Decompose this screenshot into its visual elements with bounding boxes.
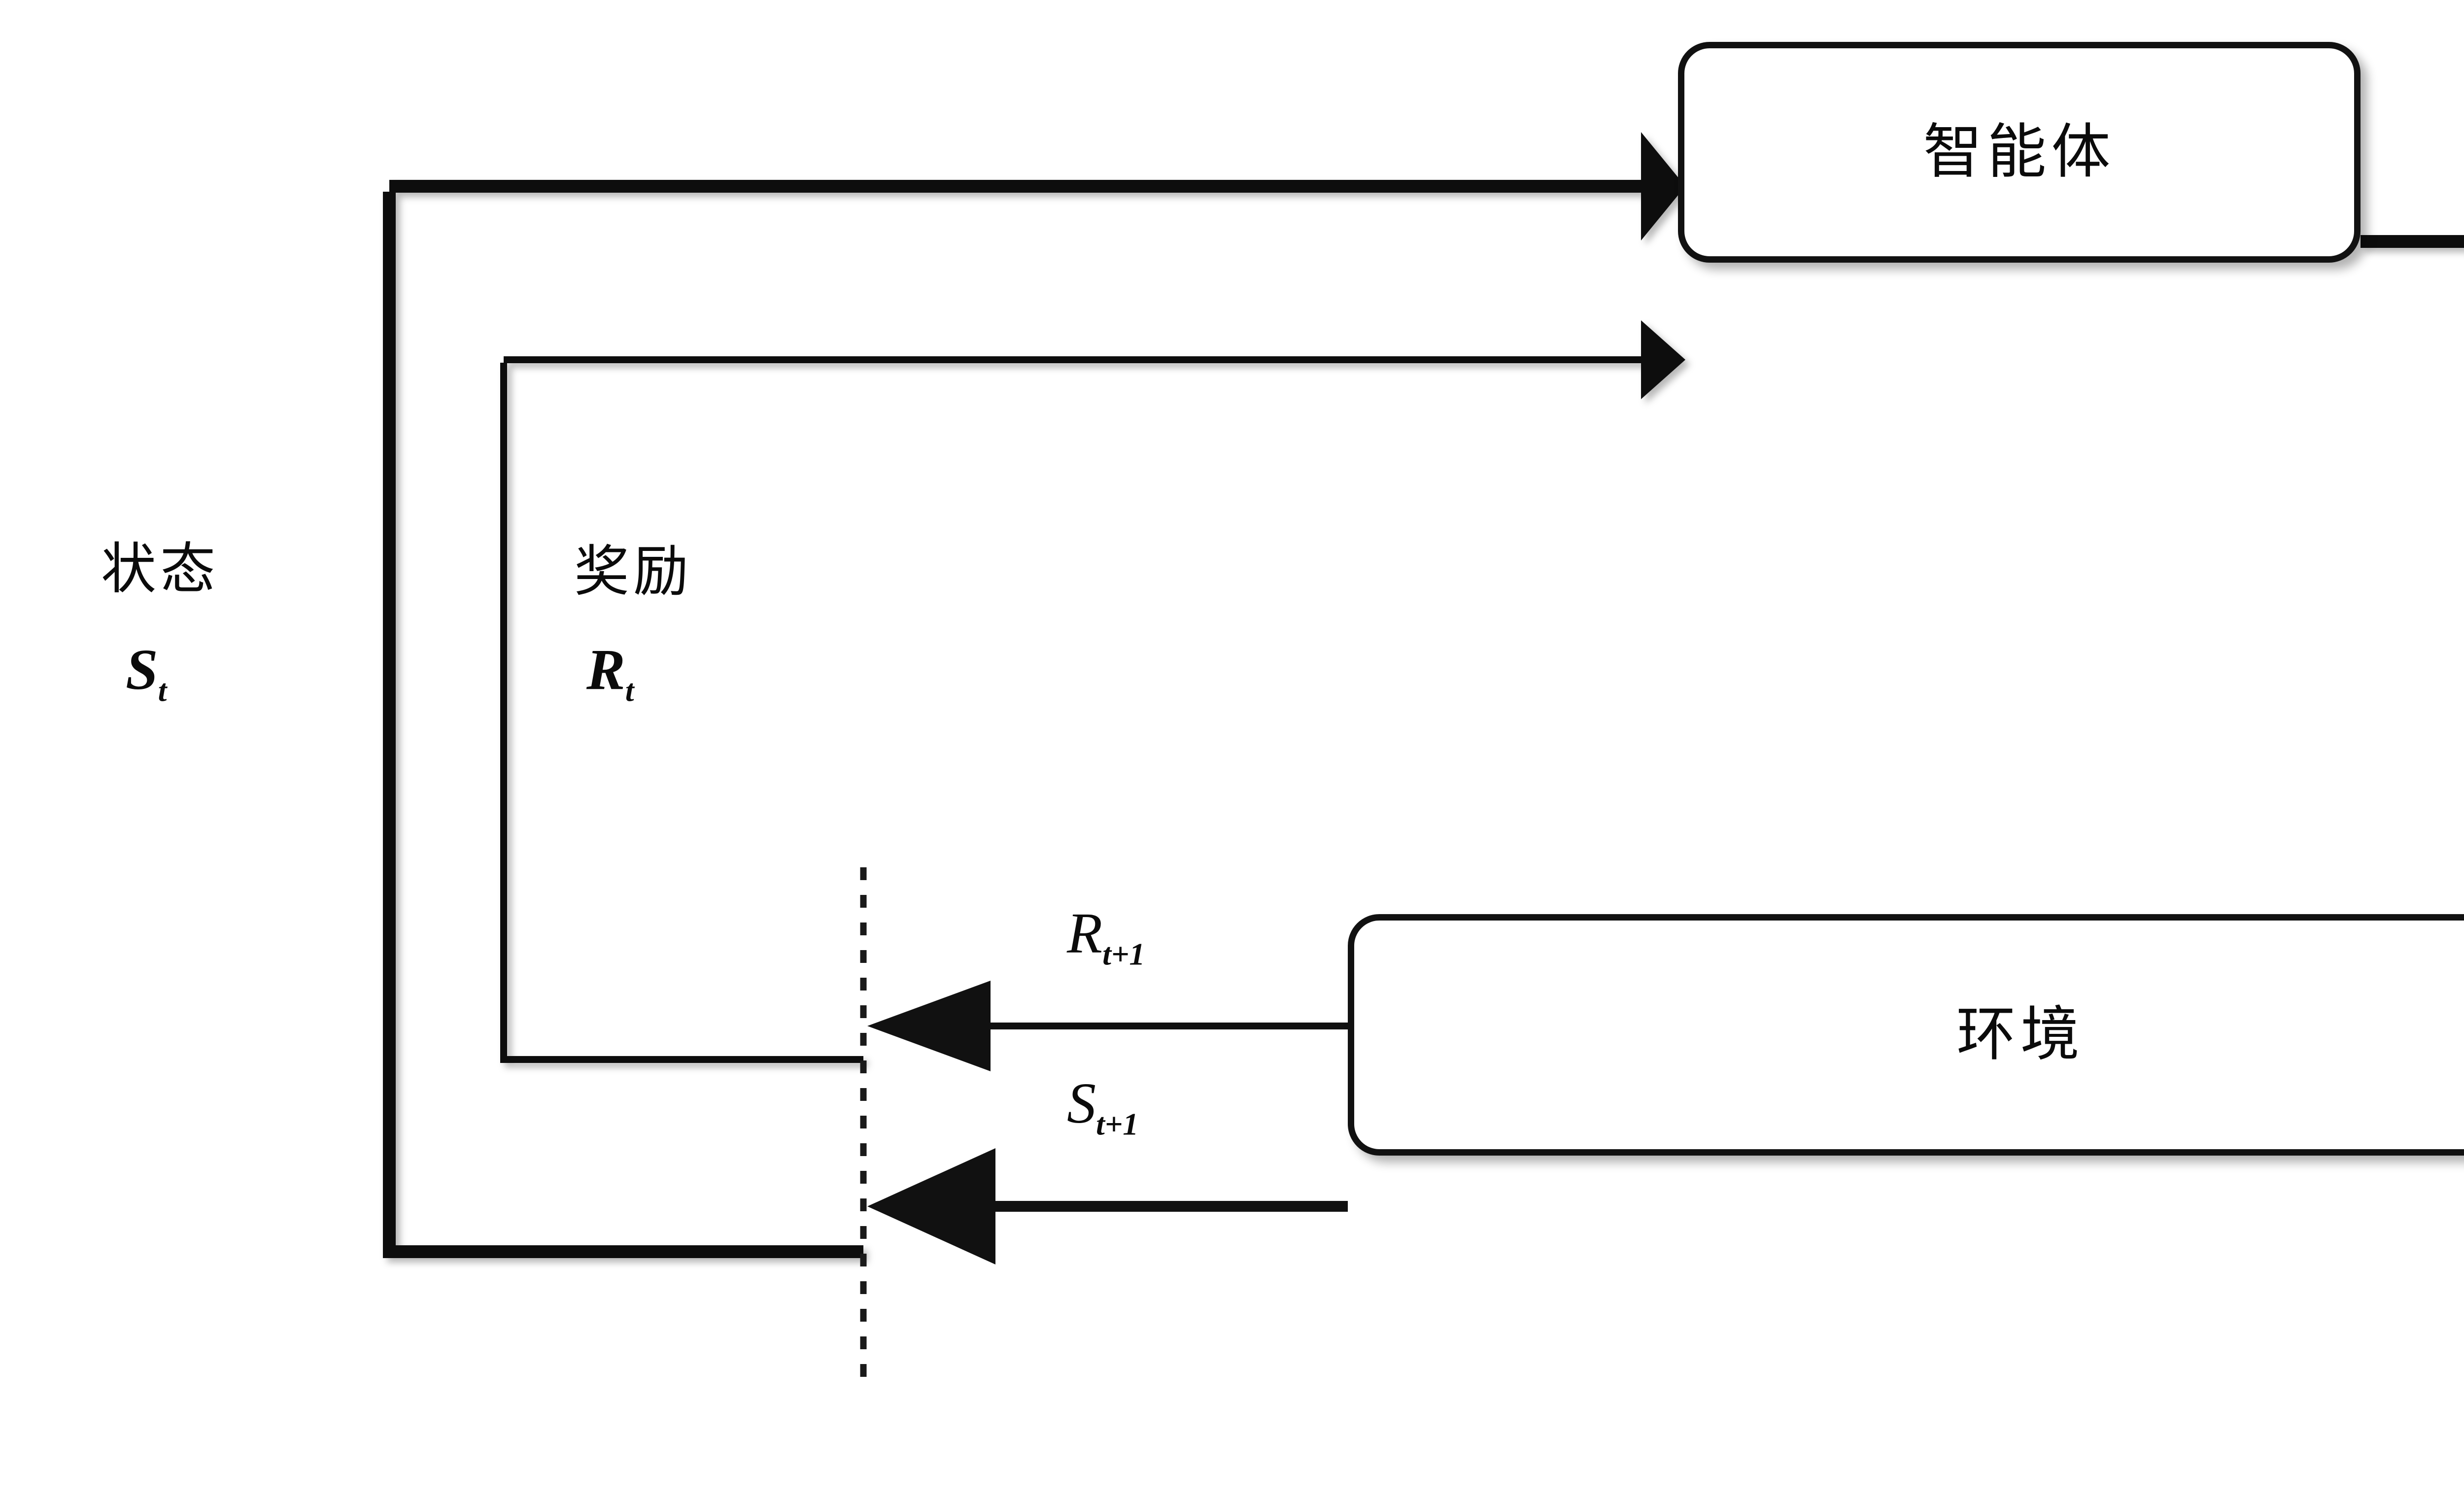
reward-next-symbol: Rt+1 bbox=[1067, 904, 1145, 970]
state-next-subscript: t+1 bbox=[1096, 1106, 1139, 1142]
reward-symbol: Rt bbox=[586, 641, 634, 707]
reward-label: 奖励 bbox=[574, 542, 692, 603]
reward-next-arrowhead bbox=[867, 981, 991, 1071]
state-label: 状态 bbox=[101, 539, 219, 600]
agent-node-label: 智能体 bbox=[1923, 119, 2116, 185]
environment-node-label: 环境 bbox=[1956, 1002, 2085, 1067]
state-symbol-subscript: t bbox=[158, 673, 167, 708]
state-symbol-base: S bbox=[126, 637, 158, 702]
state-symbol: St bbox=[126, 641, 167, 707]
edge-state-feedback bbox=[383, 132, 1685, 1258]
reward-arrowhead bbox=[1641, 320, 1685, 399]
edge-reward-feedback bbox=[500, 320, 1685, 1063]
edge-state-emit bbox=[867, 1148, 1348, 1264]
reward-symbol-subscript: t bbox=[625, 673, 634, 708]
reward-next-subscript: t+1 bbox=[1102, 936, 1145, 972]
state-arrowhead bbox=[1641, 132, 1685, 240]
reward-next-base: R bbox=[1067, 901, 1103, 965]
reward-symbol-base: R bbox=[586, 637, 625, 702]
state-next-base: S bbox=[1067, 1071, 1096, 1135]
state-next-arrowhead bbox=[867, 1148, 995, 1264]
environment-node[interactable]: 环境 bbox=[1348, 914, 2464, 1156]
state-next-symbol: St+1 bbox=[1067, 1074, 1138, 1140]
edge-reward-emit bbox=[867, 981, 1348, 1071]
agent-node[interactable]: 智能体 bbox=[1678, 42, 2361, 263]
